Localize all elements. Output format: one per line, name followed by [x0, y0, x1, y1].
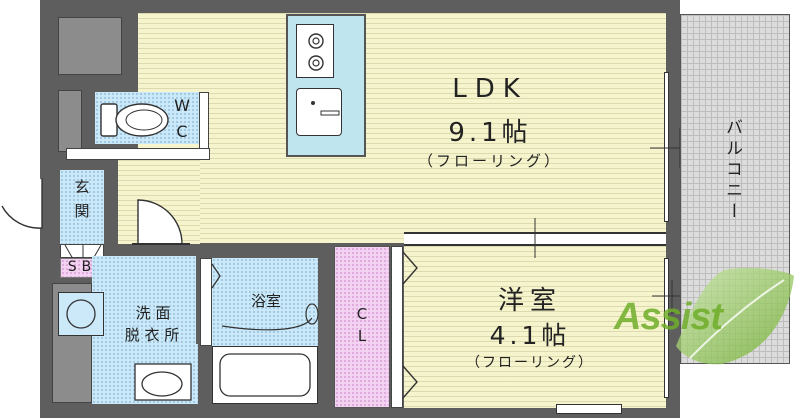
sliding-door-mark [534, 218, 536, 258]
entrance-door-swing [1, 178, 43, 229]
wc-label-1: W [174, 96, 190, 115]
sb-label: SB [67, 259, 97, 275]
washroom-label-1: 洗 面 [135, 304, 171, 322]
pipe-space-top [58, 17, 122, 75]
closet-label-2: L [357, 327, 367, 345]
assist-logo: Assist [604, 262, 796, 372]
closet-door [391, 246, 403, 408]
western-name: 洋室 [497, 286, 562, 316]
washroom-label-2: 脱 衣 所 [124, 326, 180, 344]
pipe-space-middle [58, 90, 82, 152]
wc-door [199, 92, 209, 150]
washroom-door-swing [132, 199, 190, 245]
ldk-floor: （フローリング） [417, 152, 562, 170]
bottom-window [556, 404, 622, 414]
balcony-label: バルコニー [722, 118, 742, 223]
entrance-label-1: 玄 [74, 178, 90, 196]
hallway [118, 160, 200, 244]
stove [296, 24, 334, 78]
washing-machine [58, 292, 104, 336]
leaf-icon [676, 267, 794, 365]
ldk-window [664, 72, 669, 222]
ldk-room [138, 13, 666, 243]
toilet [100, 98, 170, 142]
closet-door-swing [402, 251, 418, 399]
western-size: 4.1帖 [489, 321, 571, 350]
bathroom-door [200, 258, 212, 346]
kitchen-sink [296, 88, 342, 136]
ldk-size: 9.1帖 [448, 118, 532, 148]
western-window [664, 258, 669, 398]
washbasin [134, 362, 194, 402]
wc-label-2: C [176, 122, 188, 141]
bathroom-door-mark [211, 263, 221, 289]
entrance [60, 170, 104, 244]
logo-text: Assist [614, 296, 723, 338]
shoe-box [60, 244, 104, 260]
closet [334, 246, 390, 408]
wc-bottom-wall [66, 148, 210, 160]
western-floor: （フローリング） [466, 355, 594, 371]
ldk-name: LDK [452, 74, 528, 104]
closet-label-1: C [356, 305, 368, 323]
entrance-label-2: 関 [74, 202, 90, 220]
bathroom-label: 浴室 [250, 292, 281, 310]
western-room [404, 246, 666, 408]
bathtub [212, 346, 318, 404]
shower-curve [221, 303, 319, 331]
